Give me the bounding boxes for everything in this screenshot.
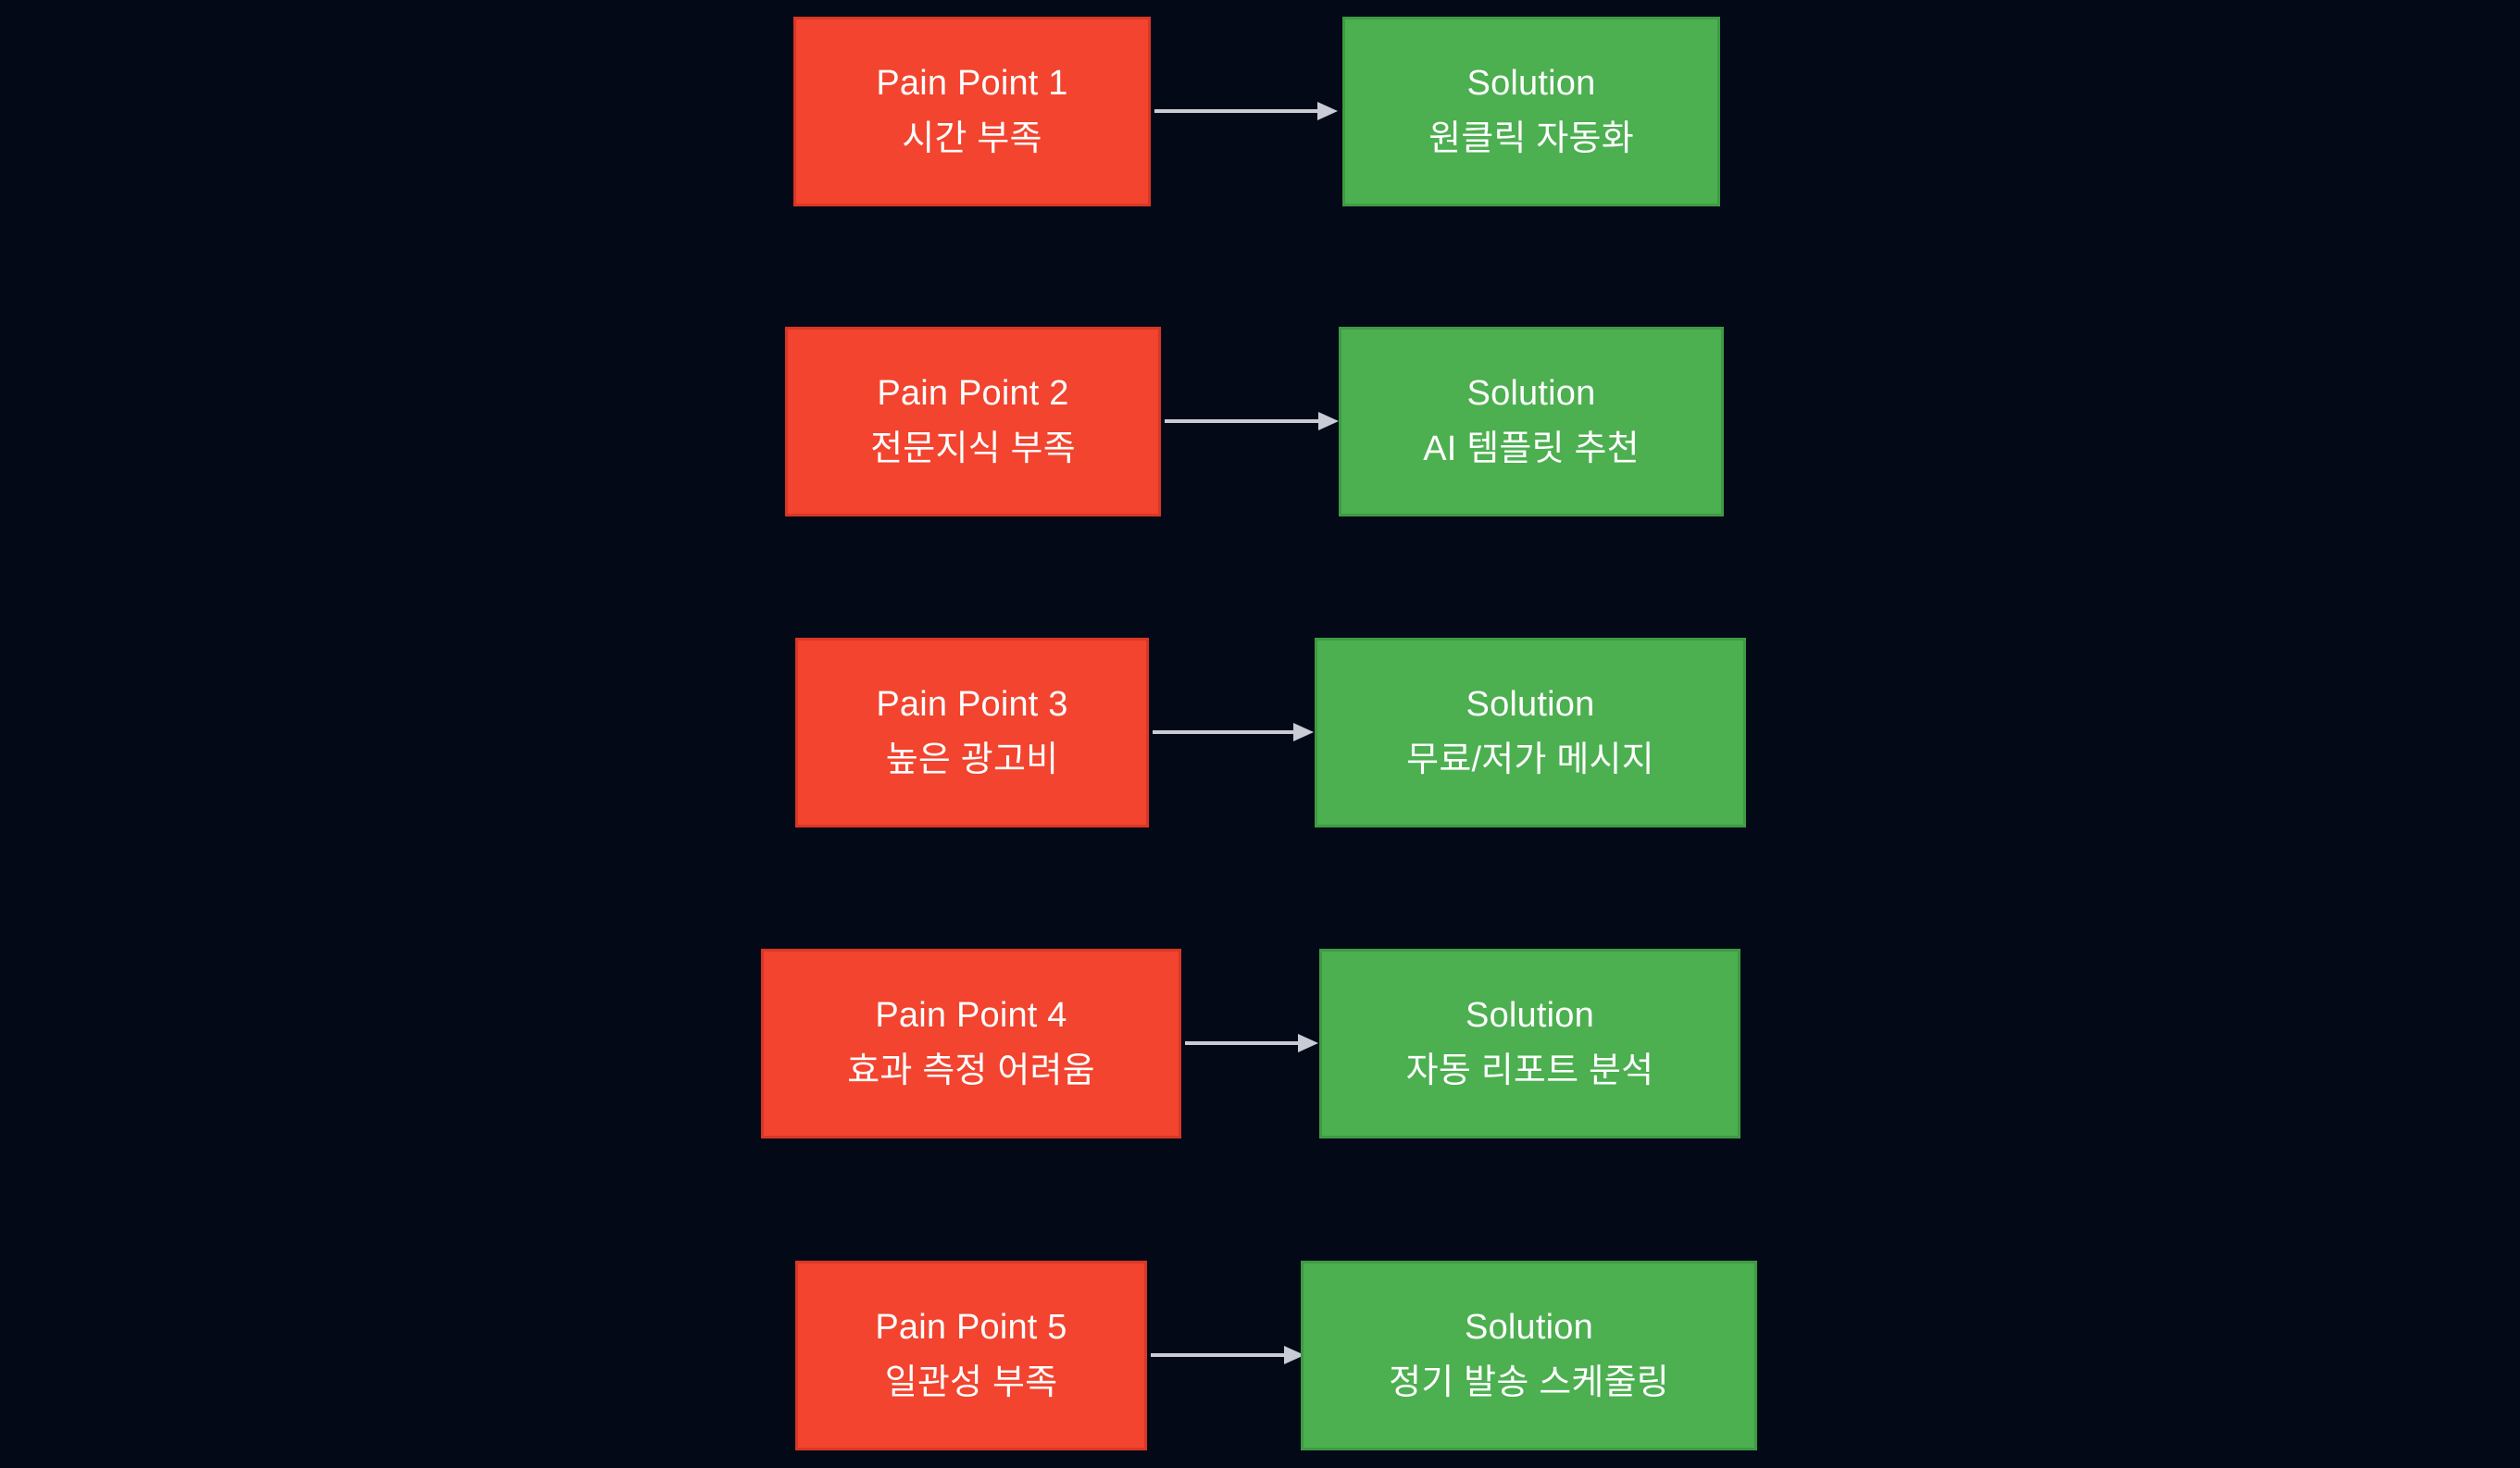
solution-node-1[interactable]: Solution 원클릭 자동화 [1342, 17, 1720, 206]
pain-point-title-2: Pain Point 2 [877, 374, 1069, 414]
solution-node-4[interactable]: Solution 자동 리포트 분석 [1319, 949, 1740, 1138]
solution-detail-2: AI 템플릿 추천 [1423, 429, 1640, 468]
solution-title-5: Solution [1465, 1308, 1593, 1348]
pain-point-node-3[interactable]: Pain Point 3 높은 광고비 [795, 638, 1149, 827]
pain-point-title-4: Pain Point 4 [875, 996, 1067, 1036]
solution-detail-5: 정기 발송 스케줄링 [1389, 1362, 1669, 1402]
pain-point-node-4[interactable]: Pain Point 4 효과 측정 어려움 [761, 949, 1181, 1138]
flow-arrow-1 [1154, 100, 1340, 122]
solution-title-4: Solution [1466, 996, 1594, 1036]
pain-point-title-3: Pain Point 3 [876, 685, 1068, 725]
pain-point-title-1: Pain Point 1 [876, 64, 1068, 104]
pain-point-detail-3: 높은 광고비 [885, 740, 1059, 779]
solution-title-1: Solution [1466, 64, 1596, 104]
pain-point-detail-5: 일관성 부족 [884, 1362, 1058, 1402]
pain-point-node-1[interactable]: Pain Point 1 시간 부족 [793, 17, 1151, 206]
solution-detail-4: 자동 리포트 분석 [1405, 1051, 1654, 1090]
pain-point-detail-4: 효과 측정 어려움 [847, 1051, 1095, 1090]
solution-title-2: Solution [1466, 374, 1596, 414]
pain-point-detail-2: 전문지식 부족 [870, 429, 1076, 468]
solution-node-5[interactable]: Solution 정기 발송 스케줄링 [1301, 1261, 1757, 1450]
solution-title-3: Solution [1466, 685, 1595, 725]
flow-arrow-3 [1153, 721, 1316, 743]
solution-node-3[interactable]: Solution 무료/저가 메시지 [1315, 638, 1746, 827]
solution-node-2[interactable]: Solution AI 템플릿 추천 [1339, 327, 1724, 516]
pain-point-node-5[interactable]: Pain Point 5 일관성 부족 [795, 1261, 1147, 1450]
pain-point-node-2[interactable]: Pain Point 2 전문지식 부족 [785, 327, 1161, 516]
solution-detail-3: 무료/저가 메시지 [1406, 740, 1654, 779]
solution-detail-1: 원클릭 자동화 [1428, 118, 1634, 158]
flow-arrow-4 [1185, 1032, 1320, 1054]
pain-point-title-5: Pain Point 5 [875, 1308, 1067, 1348]
flow-arrow-2 [1165, 410, 1341, 432]
flow-arrow-5 [1151, 1344, 1306, 1366]
pain-point-detail-1: 시간 부족 [902, 118, 1042, 158]
